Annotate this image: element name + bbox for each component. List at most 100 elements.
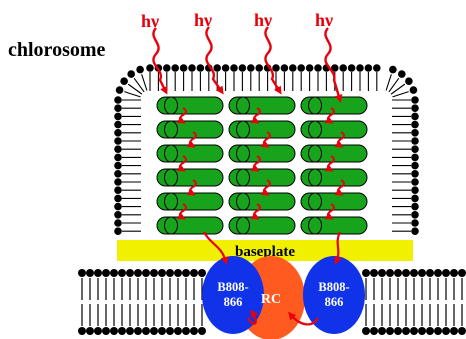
lipid-head (114, 170, 122, 178)
lipid-head (158, 269, 166, 277)
lipid-head (289, 64, 297, 72)
lipid-tail (392, 91, 409, 98)
lipid-tail (141, 74, 148, 91)
lipid-head (297, 64, 306, 72)
photon-label-2: hν (194, 10, 212, 30)
lipid-head (426, 269, 434, 277)
lipid-head (370, 327, 378, 335)
lipid-tail (385, 74, 392, 91)
lipid-head (230, 64, 238, 72)
lipid-head (247, 64, 255, 72)
lipid-head (402, 327, 410, 335)
lipid-head (339, 64, 348, 72)
rod-end (164, 192, 178, 211)
lipid-head (136, 65, 144, 74)
lipid-head (142, 327, 150, 335)
rod-end (236, 144, 250, 163)
rod-end (308, 120, 322, 139)
lipid-head (198, 269, 206, 277)
bchl-rod (228, 168, 296, 187)
chlorosome-label: chlorosome (8, 39, 106, 61)
rod-body (156, 96, 224, 115)
lipid-head (272, 64, 280, 72)
bchl-rod (300, 192, 368, 211)
baseplate-transfer-arrow (334, 231, 342, 265)
lipid-head (411, 96, 419, 104)
rod-transfer-arrow (250, 203, 261, 220)
lipid-head (114, 120, 122, 129)
bchl-rod (228, 96, 296, 115)
antenna-to-rc-arrow (288, 311, 319, 326)
light-arrow (324, 27, 343, 103)
chlorosome-envelope (114, 64, 419, 235)
light-arrow (152, 27, 168, 95)
lipid-tail (127, 83, 143, 95)
rod-transfer-arrow (176, 107, 187, 124)
rod-transfer-arrow (186, 179, 197, 196)
lipid-head (411, 129, 419, 137)
lipid-tail (390, 83, 406, 95)
lipid-head (238, 64, 247, 72)
rod-end (236, 120, 250, 139)
lipid-tail (133, 77, 145, 93)
rod-end (236, 192, 250, 211)
lipid-head (386, 327, 394, 335)
lipid-head (171, 64, 179, 72)
bchl-rod (228, 144, 296, 163)
photon-label-4: hν (315, 10, 333, 30)
lipid-head (411, 186, 419, 194)
lipid-head (102, 327, 110, 335)
bchl-rod (156, 144, 224, 163)
lipid-head (411, 161, 419, 170)
lipid-head (86, 327, 94, 335)
lipid-head (114, 153, 122, 162)
lipid-head (78, 327, 86, 335)
lipid-head (394, 327, 402, 335)
lipid-head (411, 153, 419, 162)
lipid-head (127, 70, 135, 78)
lipid-head (370, 269, 378, 277)
antenna-right-label-line2: 866 (325, 295, 344, 309)
rod-transfer-arrow (324, 107, 335, 124)
lipid-head (118, 269, 126, 277)
lipid-head (115, 86, 124, 94)
lipid-head (174, 269, 182, 277)
bchl-rod (300, 144, 368, 163)
lipid-head (378, 327, 386, 335)
lipid-head (409, 86, 418, 94)
bchl-rod (300, 168, 368, 187)
lipid-head (305, 64, 314, 72)
lipid-head (94, 327, 102, 335)
lipid-head (134, 269, 142, 277)
bchl-rod (228, 120, 296, 139)
rod-end (308, 168, 322, 187)
lipid-head (114, 112, 122, 121)
lipid-head (190, 269, 198, 277)
lipid-head (114, 96, 122, 104)
rod-transfer-arrow (260, 131, 271, 148)
lipid-head (182, 269, 190, 277)
lipid-head (255, 64, 263, 72)
lipid-head (410, 269, 418, 277)
lipid-head (114, 161, 122, 170)
bchl-rod (228, 192, 296, 211)
rod-body (228, 120, 296, 139)
lipid-head (150, 327, 158, 335)
bchl-rod (156, 168, 224, 187)
lipid-head (114, 145, 122, 153)
lipid-head (386, 269, 394, 277)
lipid-head (411, 120, 419, 129)
rod-end (164, 96, 178, 115)
lipid-head (411, 104, 419, 112)
rod-end (164, 120, 178, 139)
lipid-head (158, 327, 166, 335)
lipid-head (179, 64, 188, 72)
lipid-head (362, 269, 370, 277)
lipid-head (394, 269, 402, 277)
rod-body (228, 96, 296, 115)
lipid-head (126, 327, 134, 335)
lipid-head (314, 64, 322, 72)
lipid-head (458, 269, 466, 277)
rod-end (236, 216, 250, 235)
